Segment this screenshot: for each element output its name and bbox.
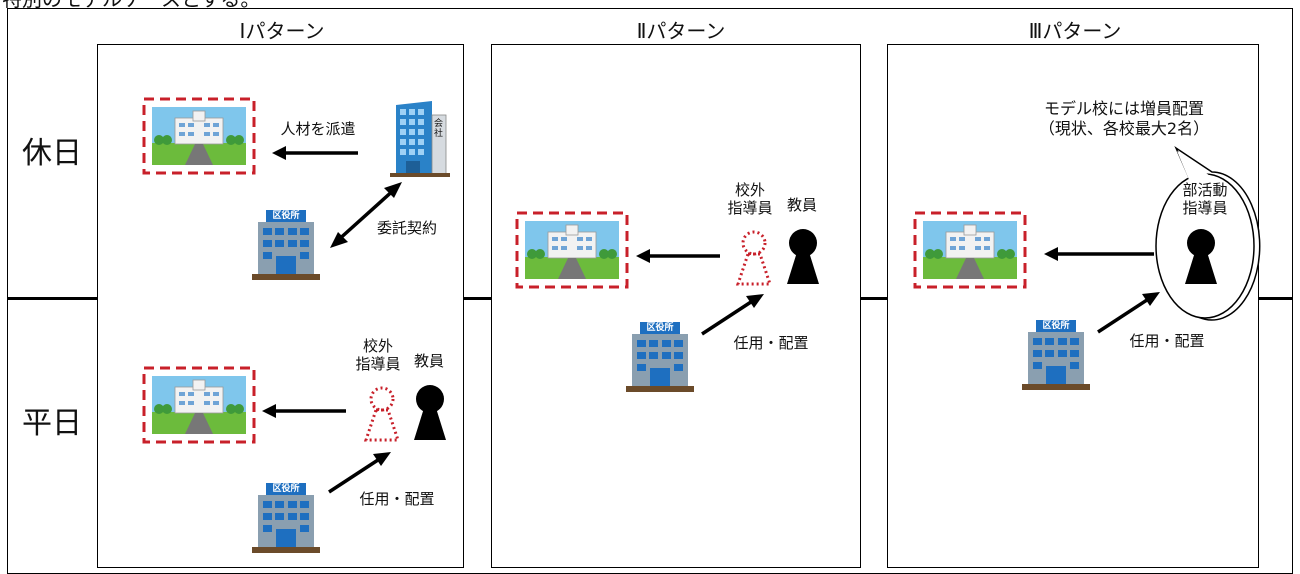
ward-office-icon-2: 区役所 <box>252 483 320 555</box>
ward-office-sign: 区役所 <box>1042 321 1070 331</box>
ward-office-icon-4: 区役所 <box>1022 320 1090 392</box>
teacher-label-2: 教員 <box>786 196 817 214</box>
appoint-label-2: 任用・配置 <box>733 334 809 352</box>
dispatch-label: 人材を派遣 <box>280 120 356 138</box>
club-instructor-label: 部活動 指導員 <box>1182 181 1228 217</box>
ward-office-icon-1: 区役所 <box>252 210 320 282</box>
company-sign: 会社 <box>434 119 444 139</box>
pattern-1-title: Ⅰパターン <box>239 19 325 43</box>
arrow-contract <box>330 182 402 248</box>
ward-office-sign: 区役所 <box>272 211 300 221</box>
arrow-appoint-3 <box>1097 292 1160 334</box>
top-cut-caption: 特別のモデルケースとする。 <box>2 0 260 10</box>
school-image-3 <box>515 211 629 289</box>
outside-instructor-label-2: 校外 指導員 <box>727 181 773 217</box>
model-school-note: モデル校には増員配置 （現状、各校最大2名） <box>1038 99 1210 138</box>
teacher-icon-2 <box>787 229 819 284</box>
arrow-dispatch <box>272 146 358 160</box>
pattern-2-title: Ⅱパターン <box>636 19 726 43</box>
ward-office-sign: 区役所 <box>272 484 300 494</box>
school-image-4 <box>913 211 1027 289</box>
teacher-label-1: 教員 <box>413 352 444 370</box>
outside-instructor-label-1: 校外 指導員 <box>355 337 401 373</box>
school-image-1 <box>142 97 256 175</box>
school-image-2 <box>142 366 256 444</box>
club-instructor-icon <box>1185 229 1217 284</box>
teacher-icon-1 <box>414 385 446 440</box>
row-label-holiday: 休日 <box>22 136 82 171</box>
outside-instructor-icon-1 <box>363 386 401 442</box>
ward-office-icon-3: 区役所 <box>626 322 694 394</box>
arrow-appoint-2 <box>701 294 764 336</box>
company-building-icon: 会社 <box>390 101 450 177</box>
outside-instructor-icon-2 <box>735 230 773 286</box>
arrow-weekday-1 <box>262 404 346 418</box>
arrow-weekday-2 <box>636 249 720 263</box>
arrow-club <box>1044 247 1154 261</box>
appoint-label-1: 任用・配置 <box>359 490 435 508</box>
pattern-2-panel <box>491 44 861 568</box>
pattern-3-title: Ⅲパターン <box>1028 19 1122 43</box>
contract-label: 委託契約 <box>376 219 437 237</box>
ward-office-sign: 区役所 <box>646 323 674 333</box>
appoint-label-3: 任用・配置 <box>1129 332 1205 350</box>
row-label-weekday: 平日 <box>22 406 82 441</box>
arrow-appoint-1 <box>328 452 391 494</box>
